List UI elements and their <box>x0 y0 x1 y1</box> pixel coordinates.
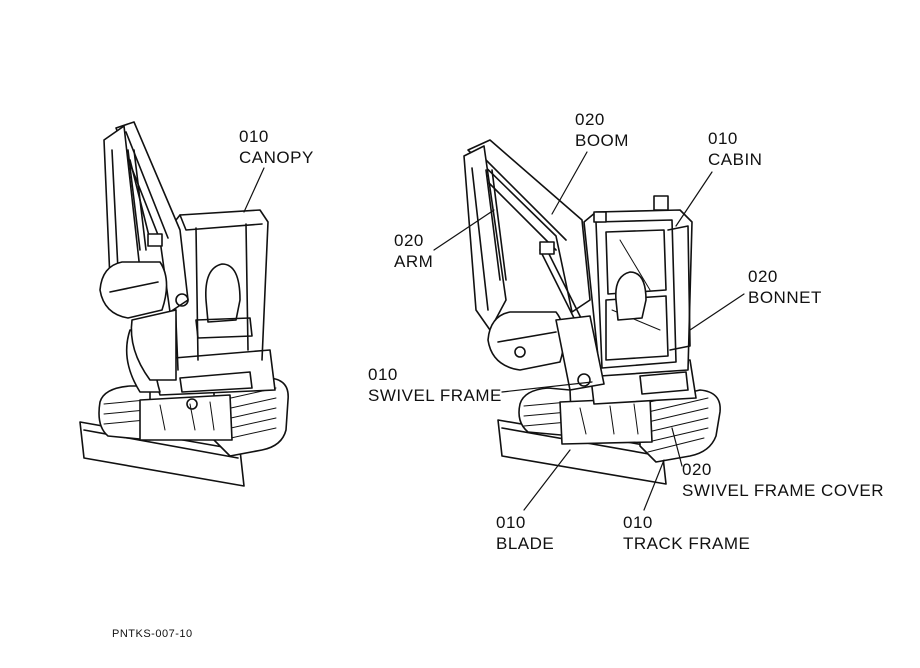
callout-code: 010 <box>239 127 269 146</box>
leader-swivel-frame-cover <box>671 427 683 467</box>
leader-cabin <box>675 171 713 227</box>
figure-code: PNTKS-007-10 <box>112 628 193 640</box>
callout-bonnet: 020 BONNET <box>748 266 822 308</box>
callout-code: 010 <box>623 513 653 532</box>
leader-lines <box>243 151 745 511</box>
callout-name: BLADE <box>496 534 555 553</box>
callout-name: SWIVEL FRAME COVER <box>682 481 885 500</box>
callout-name: BOOM <box>575 131 629 150</box>
callout-name: BONNET <box>748 288 822 307</box>
callout-code: 010 <box>496 513 526 532</box>
leader-canopy <box>243 167 265 213</box>
canopy-excavator-drawing <box>79 121 289 487</box>
callout-name: CANOPY <box>239 148 314 167</box>
leader-boom <box>551 151 588 215</box>
leader-track-frame <box>643 459 665 511</box>
callout-name: TRACK FRAME <box>623 534 751 553</box>
callout-arm: 020 ARM <box>394 230 433 272</box>
leader-arm <box>433 209 495 251</box>
callout-code: 020 <box>682 460 712 479</box>
leader-bonnet <box>689 293 745 331</box>
callout-code: 020 <box>575 110 605 129</box>
callout-blade: 010 BLADE <box>496 512 554 554</box>
callout-name: ARM <box>394 252 434 271</box>
callout-cabin: 010 CABIN <box>708 128 762 170</box>
callout-code: 020 <box>748 267 778 286</box>
callout-swivel-frame: 010 SWIVEL FRAME <box>368 364 502 406</box>
callout-track-frame: 010 TRACK FRAME <box>623 512 750 554</box>
callout-swivel-frame-cover: 020 SWIVEL FRAME COVER <box>682 459 884 501</box>
callout-boom: 020 BOOM <box>575 109 629 151</box>
callout-canopy: 010 CANOPY <box>239 126 314 168</box>
leader-swivel-frame <box>501 381 593 393</box>
leader-blade <box>523 449 571 511</box>
callout-name: CABIN <box>708 150 763 169</box>
callout-code: 010 <box>708 129 738 148</box>
cabin-excavator-drawing <box>463 139 721 485</box>
callout-code: 020 <box>394 231 424 250</box>
callout-code: 010 <box>368 365 398 384</box>
callout-name: SWIVEL FRAME <box>368 386 502 405</box>
